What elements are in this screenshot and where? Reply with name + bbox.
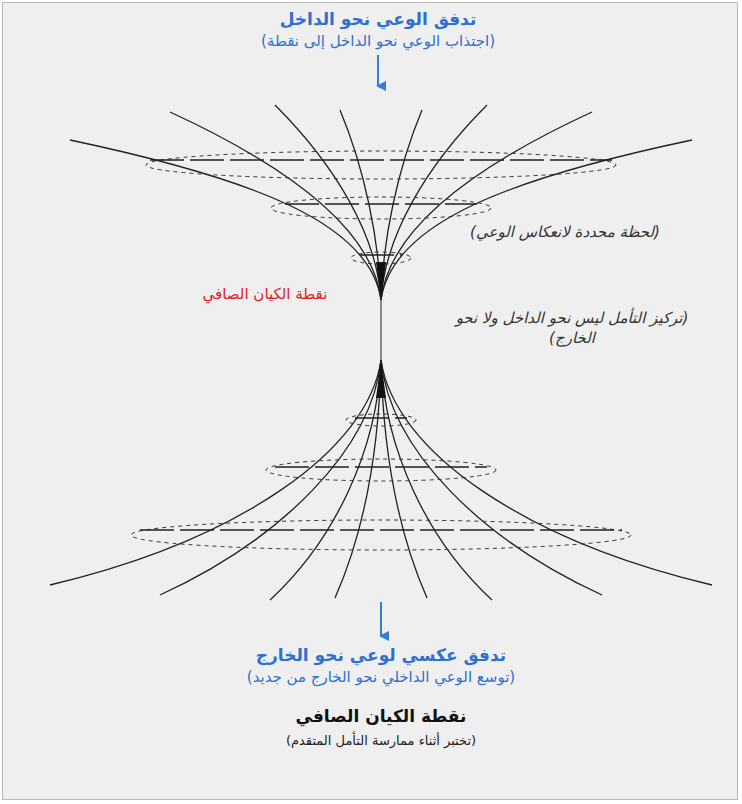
flow-heading: تدفق الوعي نحو الداخل [168, 8, 588, 31]
flow-note: (توسع الوعي الداخلي نحو الخارج من جديد) [141, 667, 621, 687]
point-note: (لحظة محددة لانعكاس الوعي) [435, 222, 695, 242]
flow-heading: تدفق عكسي لوعي نحو الخارج [161, 644, 601, 667]
caption-heading: نقطة الكيان الصافي [231, 705, 531, 728]
point-note: (تركيز التأمل ليس نحو الداخل ولا نحو الخ… [437, 308, 707, 349]
flow-note: (اجتذاب الوعي نحو الداخل إلى نقطة) [148, 31, 608, 51]
caption-note: (تختبر أثناء ممارسة التأمل المتقدم) [201, 732, 561, 750]
point-label: نقطة الكيان الصافي [175, 284, 355, 304]
